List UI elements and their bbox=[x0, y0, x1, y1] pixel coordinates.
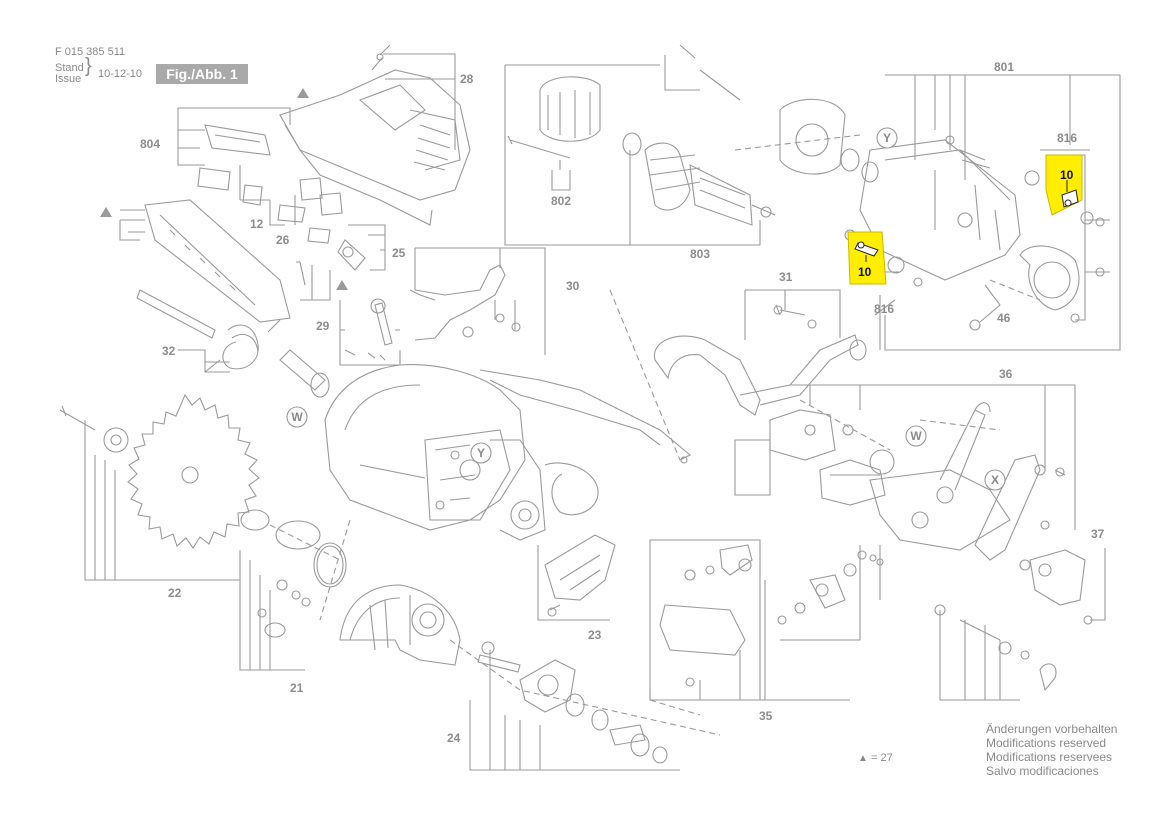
modification-notes: Änderungen vorbehalten Modifications res… bbox=[986, 722, 1117, 778]
bracket-30 bbox=[409, 247, 546, 355]
callout-12: 12 bbox=[250, 217, 264, 231]
callout-22: 22 bbox=[168, 586, 182, 600]
marker-y2: Y bbox=[470, 442, 492, 464]
saw-blade-22 bbox=[59, 393, 347, 671]
marker-y1: Y bbox=[876, 127, 898, 149]
callout-25: 25 bbox=[392, 246, 406, 260]
screw-29 bbox=[339, 298, 401, 366]
triangle-icon: ▲ bbox=[858, 753, 868, 764]
callout-30: 30 bbox=[566, 279, 580, 293]
note-line: Modifications reserved bbox=[986, 736, 1107, 750]
table-assembly-35 bbox=[649, 539, 884, 701]
callout-21: 21 bbox=[290, 681, 304, 695]
callout-32: 32 bbox=[162, 344, 176, 358]
issue-date: 10-12-10 bbox=[98, 68, 143, 80]
callout-816-bot: 816 bbox=[874, 302, 894, 316]
marker-x1: X bbox=[984, 469, 1006, 491]
lower-guard-21 bbox=[257, 579, 461, 666]
switch-group bbox=[177, 107, 386, 301]
triangle-legend-text: = 27 bbox=[870, 752, 893, 764]
marker-w2: W bbox=[905, 425, 927, 447]
callout-10-mid: 10 bbox=[858, 265, 872, 279]
base-bracket bbox=[119, 199, 291, 323]
callout-46: 46 bbox=[997, 311, 1011, 325]
callout-26: 26 bbox=[276, 233, 290, 247]
figure-tag: Fig./Abb. 1 bbox=[156, 64, 248, 84]
callout-10-top: 10 bbox=[1060, 168, 1074, 182]
triangle-icon bbox=[336, 280, 348, 290]
motor-assembly bbox=[504, 44, 1121, 351]
svg-text:W: W bbox=[910, 429, 922, 443]
alignment-lines bbox=[269, 134, 1041, 736]
callout-36: 36 bbox=[999, 367, 1013, 381]
callout-816-top: 816 bbox=[1057, 131, 1077, 145]
highlight-816-top bbox=[1045, 154, 1083, 216]
base-assembly-36 bbox=[734, 384, 1076, 561]
callout-31: 31 bbox=[779, 270, 793, 284]
callout-28: 28 bbox=[460, 72, 474, 86]
spring-32 bbox=[136, 289, 330, 398]
svg-text:X: X bbox=[991, 473, 999, 487]
callout-29: 29 bbox=[316, 319, 330, 333]
svg-text:W: W bbox=[291, 410, 303, 424]
callout-802: 802 bbox=[551, 194, 571, 208]
callout-804: 804 bbox=[140, 137, 160, 151]
callout-24: 24 bbox=[447, 731, 461, 745]
callout-803: 803 bbox=[690, 247, 710, 261]
svg-text:Y: Y bbox=[883, 131, 891, 145]
svg-text:Y: Y bbox=[477, 446, 485, 460]
note-line: Salvo modificaciones bbox=[986, 764, 1099, 778]
highlight-816-mid bbox=[847, 231, 887, 285]
callout-801: 801 bbox=[994, 60, 1014, 74]
issue-label: Issue bbox=[55, 73, 82, 85]
brace-glyph: } bbox=[85, 55, 92, 77]
handle-cover-28 bbox=[279, 44, 471, 226]
clamp-37 bbox=[934, 548, 1106, 701]
callout-23: 23 bbox=[588, 628, 602, 642]
triangle-icon bbox=[100, 207, 112, 217]
note-line: Änderungen vorbehalten bbox=[986, 722, 1118, 736]
marker-w1: W bbox=[286, 406, 308, 428]
lever-31 bbox=[654, 289, 867, 416]
shaft-24 bbox=[469, 641, 680, 771]
triangle-legend: ▲ = 27 bbox=[858, 752, 893, 764]
callout-37: 37 bbox=[1091, 527, 1105, 541]
callout-35: 35 bbox=[759, 709, 773, 723]
bracket-23 bbox=[537, 534, 616, 621]
stand-label: Stand bbox=[55, 62, 84, 74]
triangle-icon bbox=[297, 88, 309, 98]
upper-blade-guard bbox=[324, 364, 691, 541]
part-number: F 015 385 511 bbox=[55, 46, 126, 58]
note-line: Modifications reservees bbox=[986, 750, 1113, 764]
